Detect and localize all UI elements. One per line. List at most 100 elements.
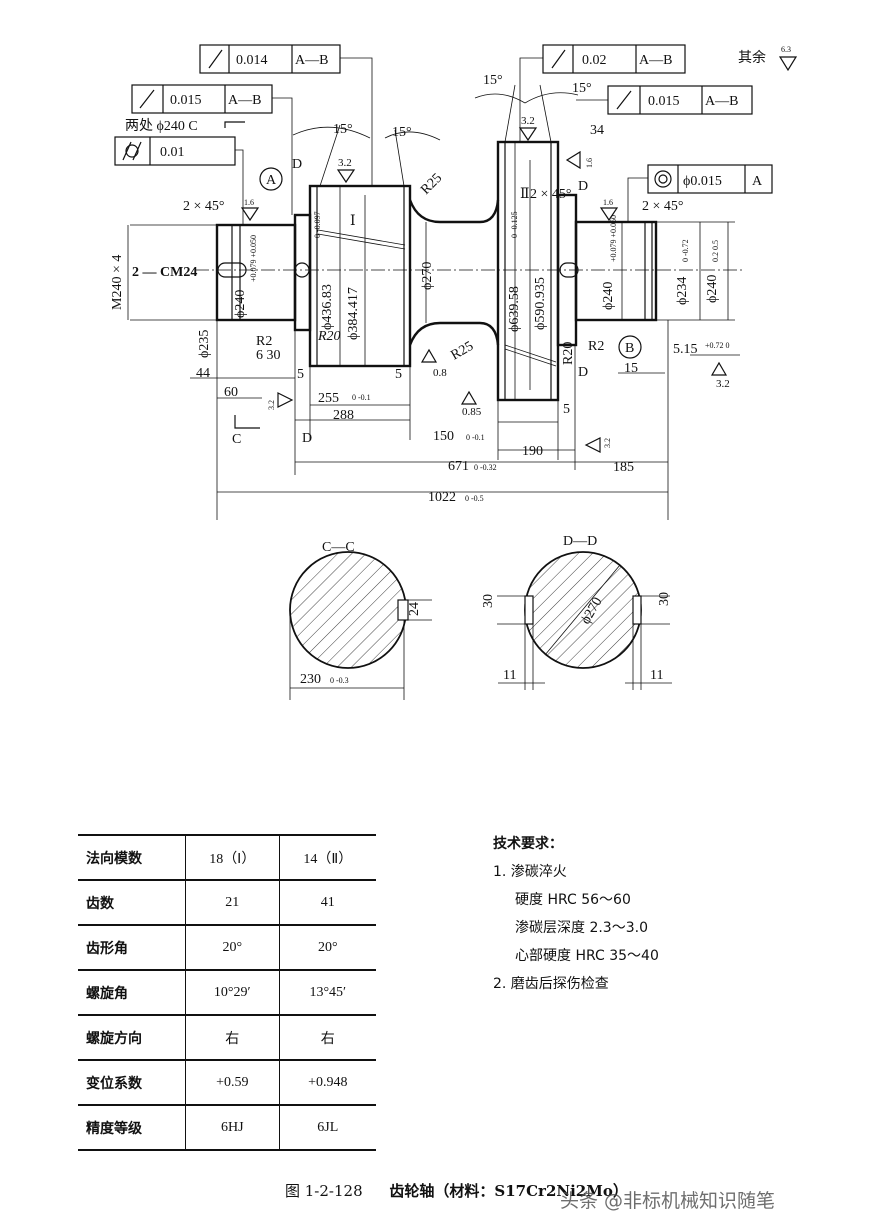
svg-text:6 30: 6 30 xyxy=(256,348,281,363)
svg-text:R25: R25 xyxy=(418,171,445,198)
svg-text:D: D xyxy=(292,157,302,172)
svg-text:3.2: 3.2 xyxy=(521,115,535,127)
svg-text:ϕ436.83: ϕ436.83 xyxy=(320,284,335,330)
svg-text:ϕ240: ϕ240 xyxy=(233,290,248,318)
svg-text:230: 230 xyxy=(300,672,321,687)
svg-text:255: 255 xyxy=(318,391,339,406)
svg-text:5.15: 5.15 xyxy=(673,342,698,357)
svg-text:0 -0.1: 0 -0.1 xyxy=(466,433,485,442)
svg-text:A—B: A—B xyxy=(295,53,328,68)
svg-text:M240 × 4: M240 × 4 xyxy=(110,255,125,310)
svg-text:2 — CM24: 2 — CM24 xyxy=(132,265,197,280)
svg-text:671: 671 xyxy=(448,459,469,474)
svg-text:0.015: 0.015 xyxy=(648,94,680,109)
rest-roughness-value: 6.3 xyxy=(781,45,791,54)
svg-text:ϕ234: ϕ234 xyxy=(675,277,690,305)
svg-text:1.6: 1.6 xyxy=(244,198,254,207)
svg-text:150: 150 xyxy=(433,429,454,444)
svg-text:2 × 45°: 2 × 45° xyxy=(183,199,225,214)
section-d-d: D—D ϕ270 30 30 11 11 xyxy=(481,534,672,690)
svg-text:Ⅰ: Ⅰ xyxy=(350,214,356,229)
rest-roughness-label: 其余 xyxy=(738,49,766,66)
figure-caption: 图 1-2-128 齿轮轴（材料：S17Cr2Ni2Mo） xyxy=(285,1180,628,1201)
svg-text:A: A xyxy=(752,174,763,189)
svg-text:0 -0.125: 0 -0.125 xyxy=(510,211,519,238)
figure-number: 图 1-2-128 xyxy=(285,1182,363,1200)
svg-text:D: D xyxy=(578,179,588,194)
svg-text:15°: 15° xyxy=(392,125,412,140)
dimension-lines xyxy=(127,57,740,520)
svg-text:A: A xyxy=(266,173,277,188)
svg-text:15°: 15° xyxy=(483,73,503,88)
roughness-icon xyxy=(778,56,798,72)
runout-icon xyxy=(551,49,566,69)
requirement-item: 硬度 HRC 56～60 xyxy=(515,892,631,908)
svg-text:2 × 45°: 2 × 45° xyxy=(642,199,684,214)
svg-text:24: 24 xyxy=(407,602,422,616)
svg-text:60: 60 xyxy=(224,385,238,400)
svg-text:D—D: D—D xyxy=(563,534,597,549)
requirement-item: 1. 渗碳淬火 xyxy=(493,864,567,880)
fcf-coaxiality: ϕ0.015 A xyxy=(647,164,773,194)
svg-text:B: B xyxy=(625,341,634,356)
svg-text:0 -0.3: 0 -0.3 xyxy=(330,676,349,685)
svg-text:2 × 45°: 2 × 45° xyxy=(530,187,572,202)
requirement-item: 渗碳层深度 2.3～3.0 xyxy=(515,920,648,936)
svg-text:0 -0.72: 0 -0.72 xyxy=(681,239,690,262)
svg-text:15°: 15° xyxy=(333,122,353,137)
svg-text:+0.079 +0.050: +0.079 +0.050 xyxy=(609,215,618,262)
table-row: 变位系数+0.59+0.948 xyxy=(78,1059,376,1106)
svg-text:0 -0.1: 0 -0.1 xyxy=(352,393,371,402)
svg-text:ϕ240: ϕ240 xyxy=(705,275,720,303)
cylindricity-icon xyxy=(122,141,142,161)
svg-text:ϕ235: ϕ235 xyxy=(197,330,212,358)
svg-text:1022: 1022 xyxy=(428,490,456,505)
shaft-outline xyxy=(215,140,658,402)
svg-text:0.014: 0.014 xyxy=(236,53,268,68)
svg-text:0.8: 0.8 xyxy=(433,367,447,379)
svg-text:ϕ590.935: ϕ590.935 xyxy=(533,277,548,330)
svg-text:ϕ240: ϕ240 xyxy=(601,282,616,310)
svg-text:185: 185 xyxy=(613,460,634,475)
svg-text:190: 190 xyxy=(522,444,543,459)
svg-text:3.2: 3.2 xyxy=(267,400,276,410)
figure-title: 齿轮轴（材料：S17Cr2Ni2Mo） xyxy=(389,1182,628,1200)
fcf-runout-0014: 0.014 A—B xyxy=(199,44,341,74)
svg-text:R25: R25 xyxy=(449,339,477,364)
svg-text:30: 30 xyxy=(481,594,496,608)
svg-text:C: C xyxy=(232,432,241,447)
annotations: 15° 15° 15° 15° 3.2 3.2 34 1.6 2 × 45° 1… xyxy=(110,73,730,505)
svg-text:D: D xyxy=(302,431,312,446)
svg-text:ϕ639.58: ϕ639.58 xyxy=(507,286,522,332)
watermark: 头条 @非标机械知识随笔 xyxy=(560,1190,776,1212)
table-row: 螺旋方向右右 xyxy=(78,1014,376,1061)
svg-text:0 -0.097: 0 -0.097 xyxy=(313,211,322,238)
gear-2 xyxy=(496,140,560,402)
requirements-title: 技术要求： xyxy=(493,836,563,852)
svg-text:ϕ384.417: ϕ384.417 xyxy=(346,287,361,340)
svg-text:15°: 15° xyxy=(572,81,592,96)
gear-1 xyxy=(308,184,412,368)
svg-text:0.85: 0.85 xyxy=(462,406,482,418)
svg-text:ϕ0.015: ϕ0.015 xyxy=(683,174,722,189)
runout-icon xyxy=(139,89,155,109)
requirement-item: 心部硬度 HRC 35～40 xyxy=(515,948,659,964)
svg-text:R20: R20 xyxy=(317,329,341,344)
svg-text:44: 44 xyxy=(196,366,210,381)
svg-text:R20: R20 xyxy=(561,342,576,365)
concentricity-icon xyxy=(654,170,672,188)
svg-text:3.2: 3.2 xyxy=(603,438,612,448)
svg-text:1.6: 1.6 xyxy=(585,158,594,168)
technical-requirements: 技术要求： 1. 渗碳淬火 硬度 HRC 56～60 渗碳层深度 2.3～3.0… xyxy=(493,830,659,998)
svg-text:A—B: A—B xyxy=(228,93,261,108)
svg-text:ϕ270: ϕ270 xyxy=(420,262,435,290)
